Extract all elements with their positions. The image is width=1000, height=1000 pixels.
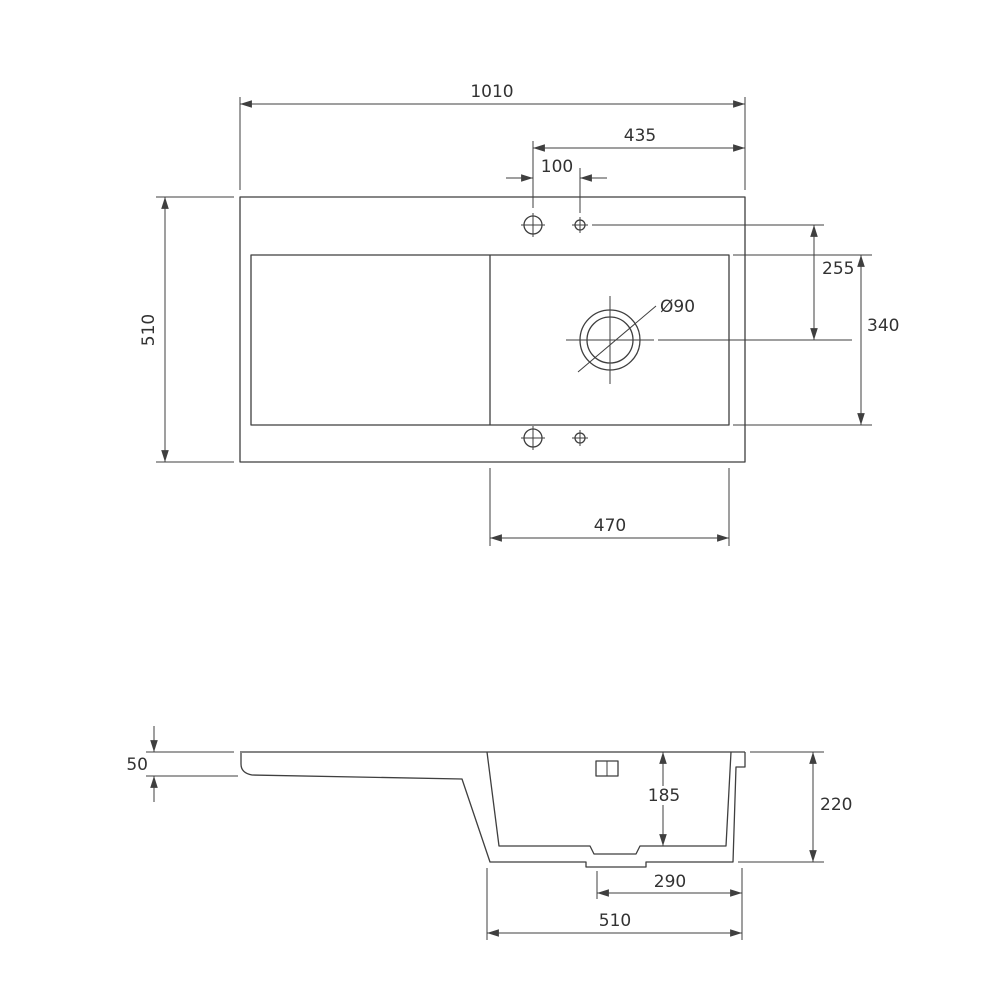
section-outer-profile — [240, 752, 746, 868]
dim-tap-to-right-edge: 435 — [532, 126, 745, 208]
dim-label-tap-to-drain: 255 — [822, 259, 854, 279]
dim-tap-hole-spacing: 100 — [506, 157, 607, 213]
dim-label-bowl-outer-width: 510 — [599, 911, 631, 931]
dim-tap-line-to-drain: 255 — [592, 224, 854, 341]
overflow-detail — [595, 760, 619, 777]
dim-label-overall-depth: 510 — [139, 314, 159, 346]
dim-label-drain-to-right: 290 — [654, 872, 686, 892]
dim-drain-to-right-edge: 290 — [596, 868, 743, 940]
label-background — [646, 786, 683, 805]
dim-label-bowl-depth: 340 — [867, 316, 899, 336]
section-bowl-inner-profile — [486, 751, 732, 855]
tap-hole-bottom-small — [572, 430, 588, 446]
side-view: 50 185 220 290 — [126, 726, 852, 940]
dim-overall-height: 220 — [738, 751, 852, 863]
dim-label-overall-width: 1010 — [470, 82, 513, 102]
top-view: Ø90 1010 — [139, 82, 899, 546]
dim-label-rim-thickness: 50 — [126, 755, 148, 775]
dim-label-tap-to-right: 435 — [624, 126, 656, 146]
dim-bowl-depth: 340 — [733, 254, 899, 426]
dim-overall-depth: 510 — [139, 196, 234, 463]
sink-outer-outline — [239, 196, 746, 463]
dim-overall-width: 1010 — [239, 82, 746, 190]
dim-label-bowl-inner-depth: 185 — [648, 786, 680, 806]
drain-leader-line — [577, 305, 657, 373]
tap-hole-bottom-large — [521, 426, 545, 450]
tap-hole-top-small — [572, 217, 588, 233]
dim-bowl-width: 470 — [489, 468, 730, 546]
dim-bowl-inner-depth: 185 — [646, 752, 683, 846]
drain-hole: Ø90 — [566, 296, 695, 384]
dim-label-overall-height: 220 — [820, 795, 852, 815]
dim-rim-thickness: 50 — [126, 726, 238, 802]
dim-label-tap-spacing: 100 — [541, 157, 573, 177]
dim-label-drain-diameter: Ø90 — [660, 297, 695, 317]
dim-bowl-outer-width: 510 — [486, 868, 742, 940]
tap-hole-top-large — [521, 213, 545, 237]
dim-label-bowl-width: 470 — [594, 516, 626, 536]
